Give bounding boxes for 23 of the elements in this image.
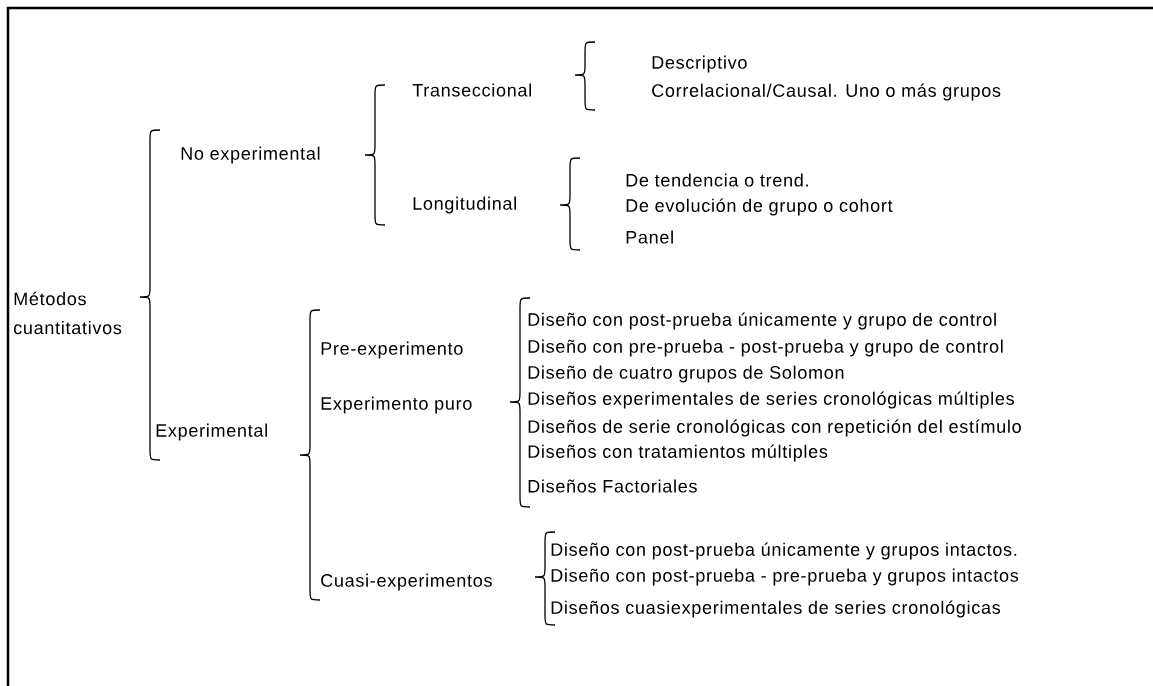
design-item: Diseños experimentales de series cronológicas múltiples: [528, 391, 1014, 409]
design-item: Diseños de serie cronológicas con repetición del estímulo: [528, 419, 1021, 437]
design-item: Diseños Factoriales: [528, 479, 697, 493]
design-item: Panel: [626, 230, 673, 244]
design-item: Diseño con post-prueba únicamente y grupo de control: [528, 312, 996, 330]
design-item: Correlacional/Causal. Uno o más grupos: [652, 83, 1001, 101]
design-item: Diseño con post-prueba - pre-prueba y grupos intactos: [551, 568, 1019, 586]
category-label: Longitudinal: [413, 196, 516, 214]
design-item: Diseños cuasiexperimentales de series cronológicas: [551, 600, 1001, 618]
category-label: Cuasi-experimentos: [321, 573, 492, 591]
design-item: Descriptivo: [652, 55, 747, 73]
category-label: Pre-experimento: [321, 341, 463, 359]
category-label: Experimental: [156, 423, 267, 441]
category-label: Transeccional: [412, 83, 531, 97]
category-label: No experimental: [181, 146, 320, 164]
design-item: Diseño con post-prueba únicamente y grupos intactos.: [551, 542, 1017, 560]
design-item: Diseño con pre-prueba - post-prueba y grupo de control: [528, 339, 1003, 357]
category-label: Experimento puro: [321, 396, 472, 414]
design-item: De evolución de grupo o cohort: [626, 198, 893, 216]
category-label: Métodos cuantitativos: [13, 291, 122, 335]
design-item: Diseños con tratamientos múltiples: [528, 444, 828, 462]
design-item: De tendencia o trend.: [626, 173, 808, 187]
design-item: Diseño de cuatro grupos de Solomon: [528, 365, 844, 383]
